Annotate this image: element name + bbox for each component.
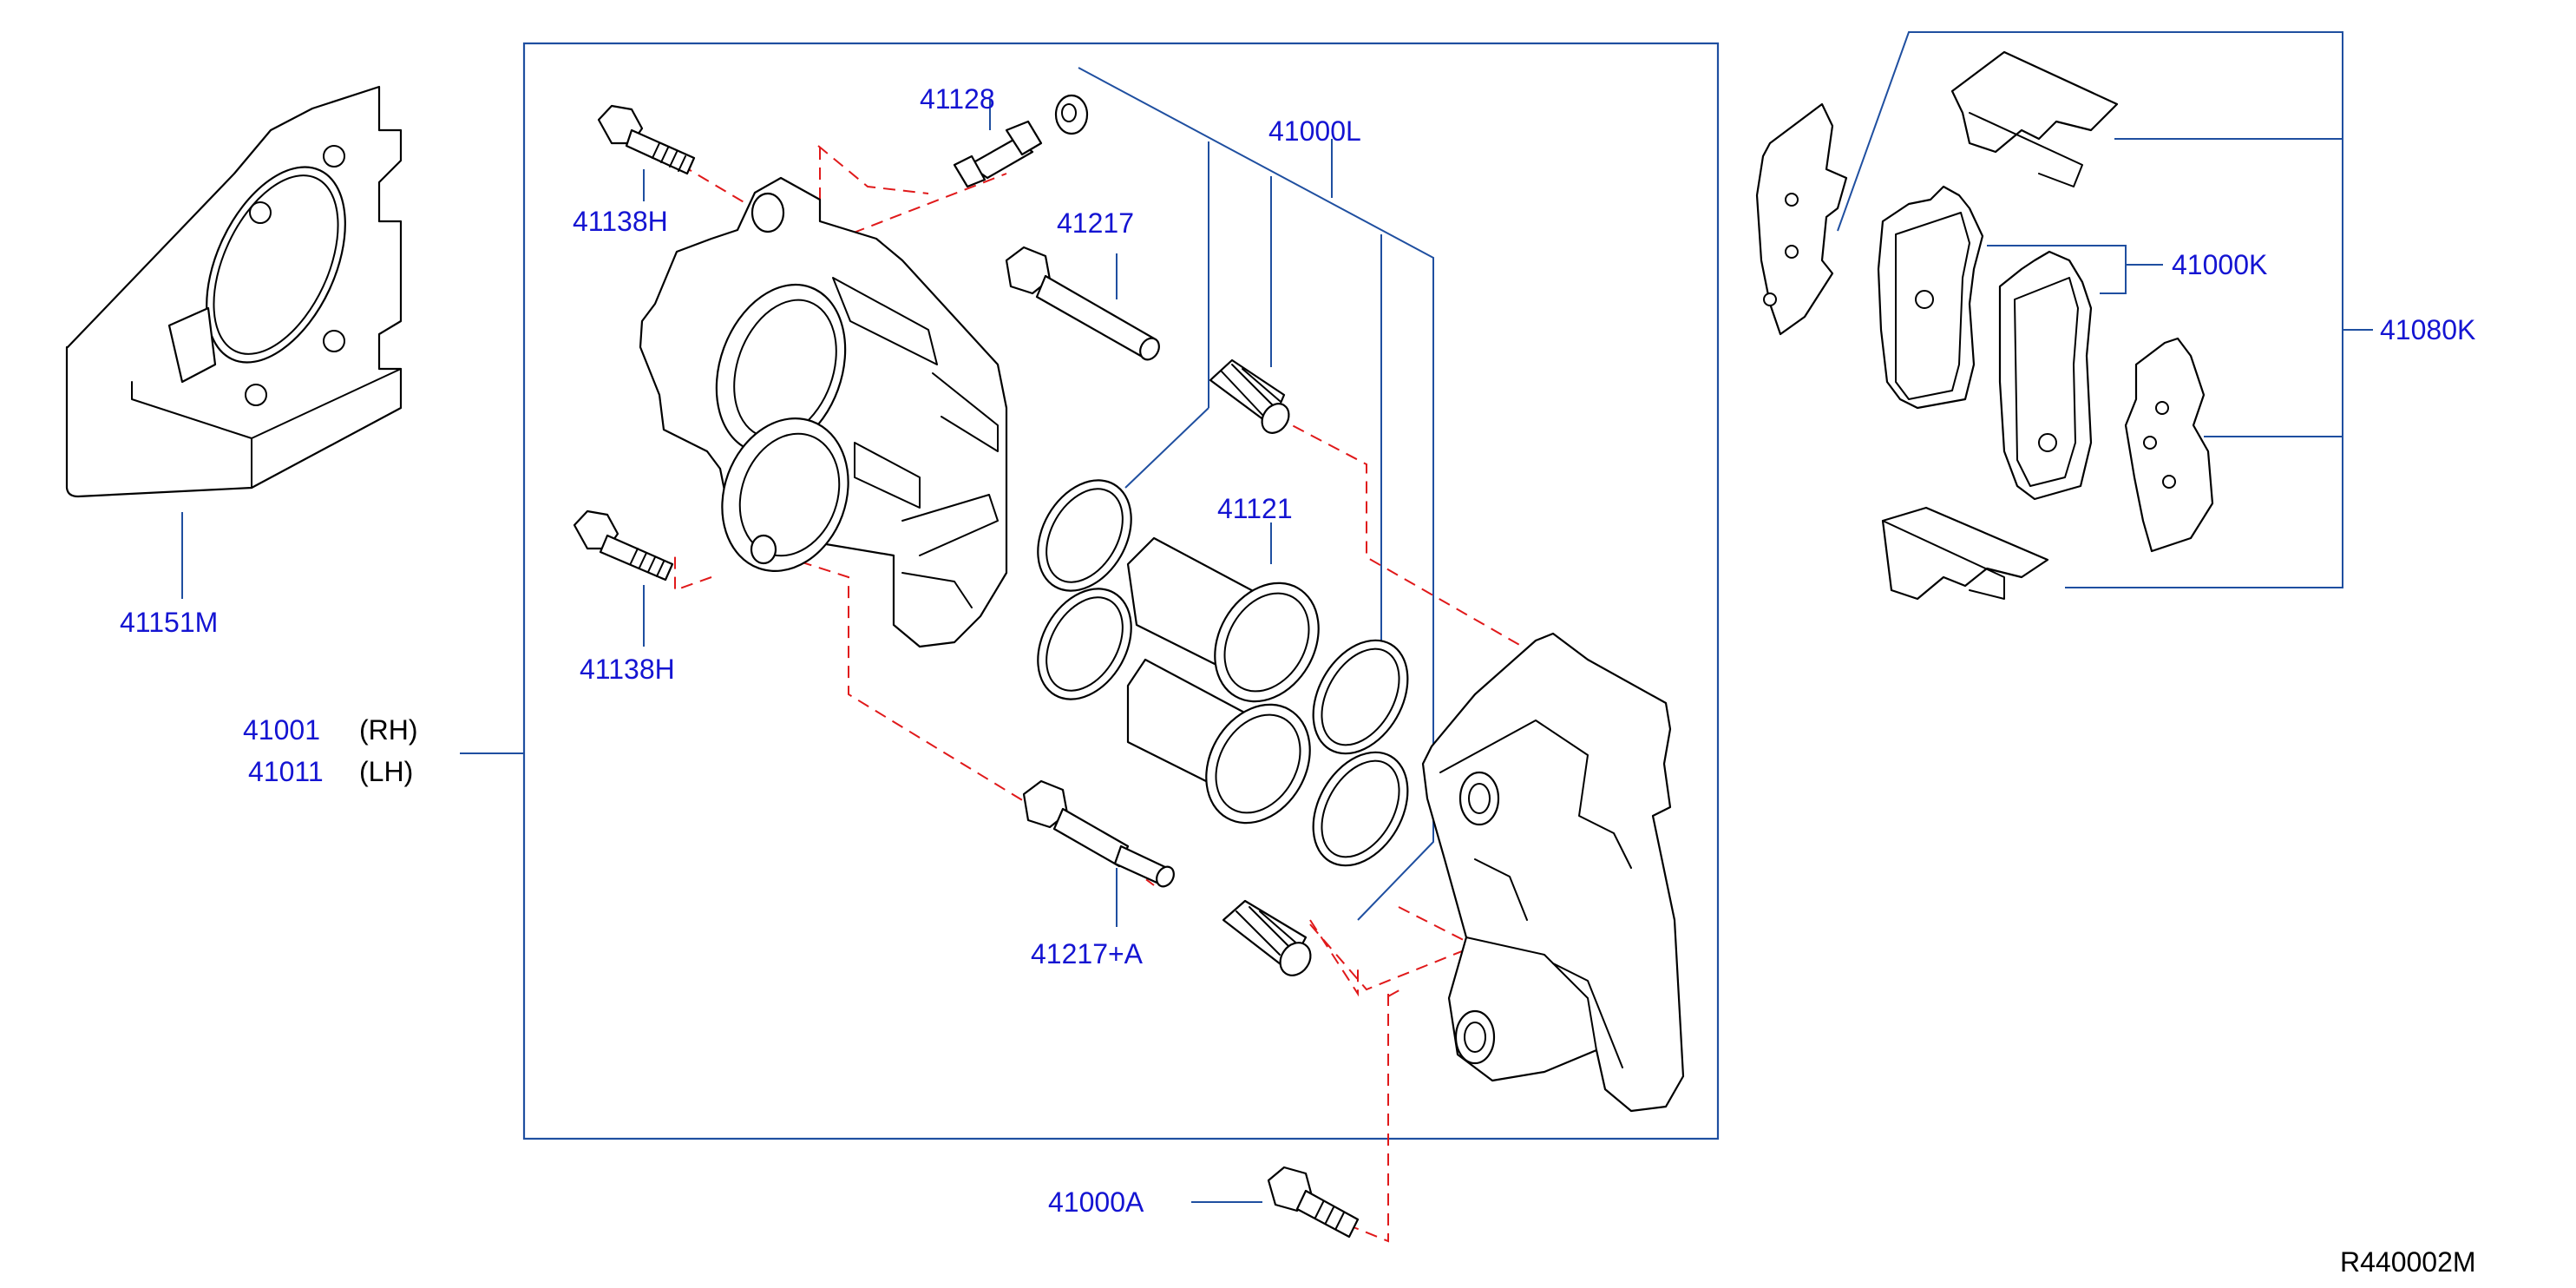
callout-leaders — [181, 99, 1272, 1203]
piston-seal-right-upper — [1312, 639, 1409, 755]
bolt-41000A — [1267, 1166, 1360, 1239]
piston-seal-right-lower — [1312, 751, 1409, 867]
label-41001: 41001 — [243, 714, 320, 746]
label-41011-side: (LH) — [359, 756, 413, 787]
pin-boot-upper — [1209, 358, 1290, 434]
caliper-bracket — [1421, 632, 1685, 1113]
pad-clip-top — [1950, 50, 2119, 187]
label-41000L: 41000L — [1268, 115, 1361, 147]
label-41000K: 41000K — [2172, 249, 2267, 280]
backing-plate-41151M — [65, 85, 403, 498]
slide-pin-41217A — [1022, 779, 1175, 888]
pad-kit-leaders — [1837, 31, 2373, 588]
pad-shim-outer-left — [1755, 102, 1848, 336]
label-41080K: 41080K — [2380, 314, 2475, 345]
brake-pad-right — [1998, 250, 2093, 501]
piston-lower — [1126, 658, 1311, 825]
label-41151M: 41151M — [120, 607, 218, 638]
pin-boot-lower — [1222, 899, 1312, 976]
diagram-reference-id: R440002M — [2340, 1246, 2476, 1278]
label-41138H-bottom: 41138H — [580, 654, 675, 685]
label-41128: 41128 — [920, 83, 995, 115]
caliper-body — [639, 176, 1008, 648]
label-41011: 41011 — [248, 756, 324, 787]
brake-pad-left — [1877, 185, 1984, 410]
pad-clip-bottom — [1881, 506, 2049, 601]
label-41138H-top: 41138H — [573, 206, 668, 237]
assembly-frame — [460, 42, 1720, 1140]
kit-41000L-leaders — [1078, 67, 1434, 921]
label-41217: 41217 — [1057, 207, 1134, 239]
bolt-41138H-top — [597, 104, 696, 175]
label-41121: 41121 — [1217, 493, 1293, 524]
piston-seal-left-lower — [1037, 588, 1132, 700]
bolt-41138H-bottom — [573, 509, 674, 582]
slide-pin-41217 — [1005, 246, 1160, 361]
label-41217A: 41217+A — [1031, 938, 1144, 969]
pad-shim-outer-right — [2124, 337, 2214, 553]
bleeder-41128 — [953, 94, 1089, 188]
label-41000A: 41000A — [1048, 1186, 1144, 1218]
label-41001-side: (RH) — [359, 714, 418, 746]
callout-labels: 41151M 41138H 41138H 41128 41217 41000L … — [120, 83, 2476, 1278]
piston-upper — [1126, 536, 1320, 703]
piston-seal-left-upper — [1037, 479, 1132, 592]
